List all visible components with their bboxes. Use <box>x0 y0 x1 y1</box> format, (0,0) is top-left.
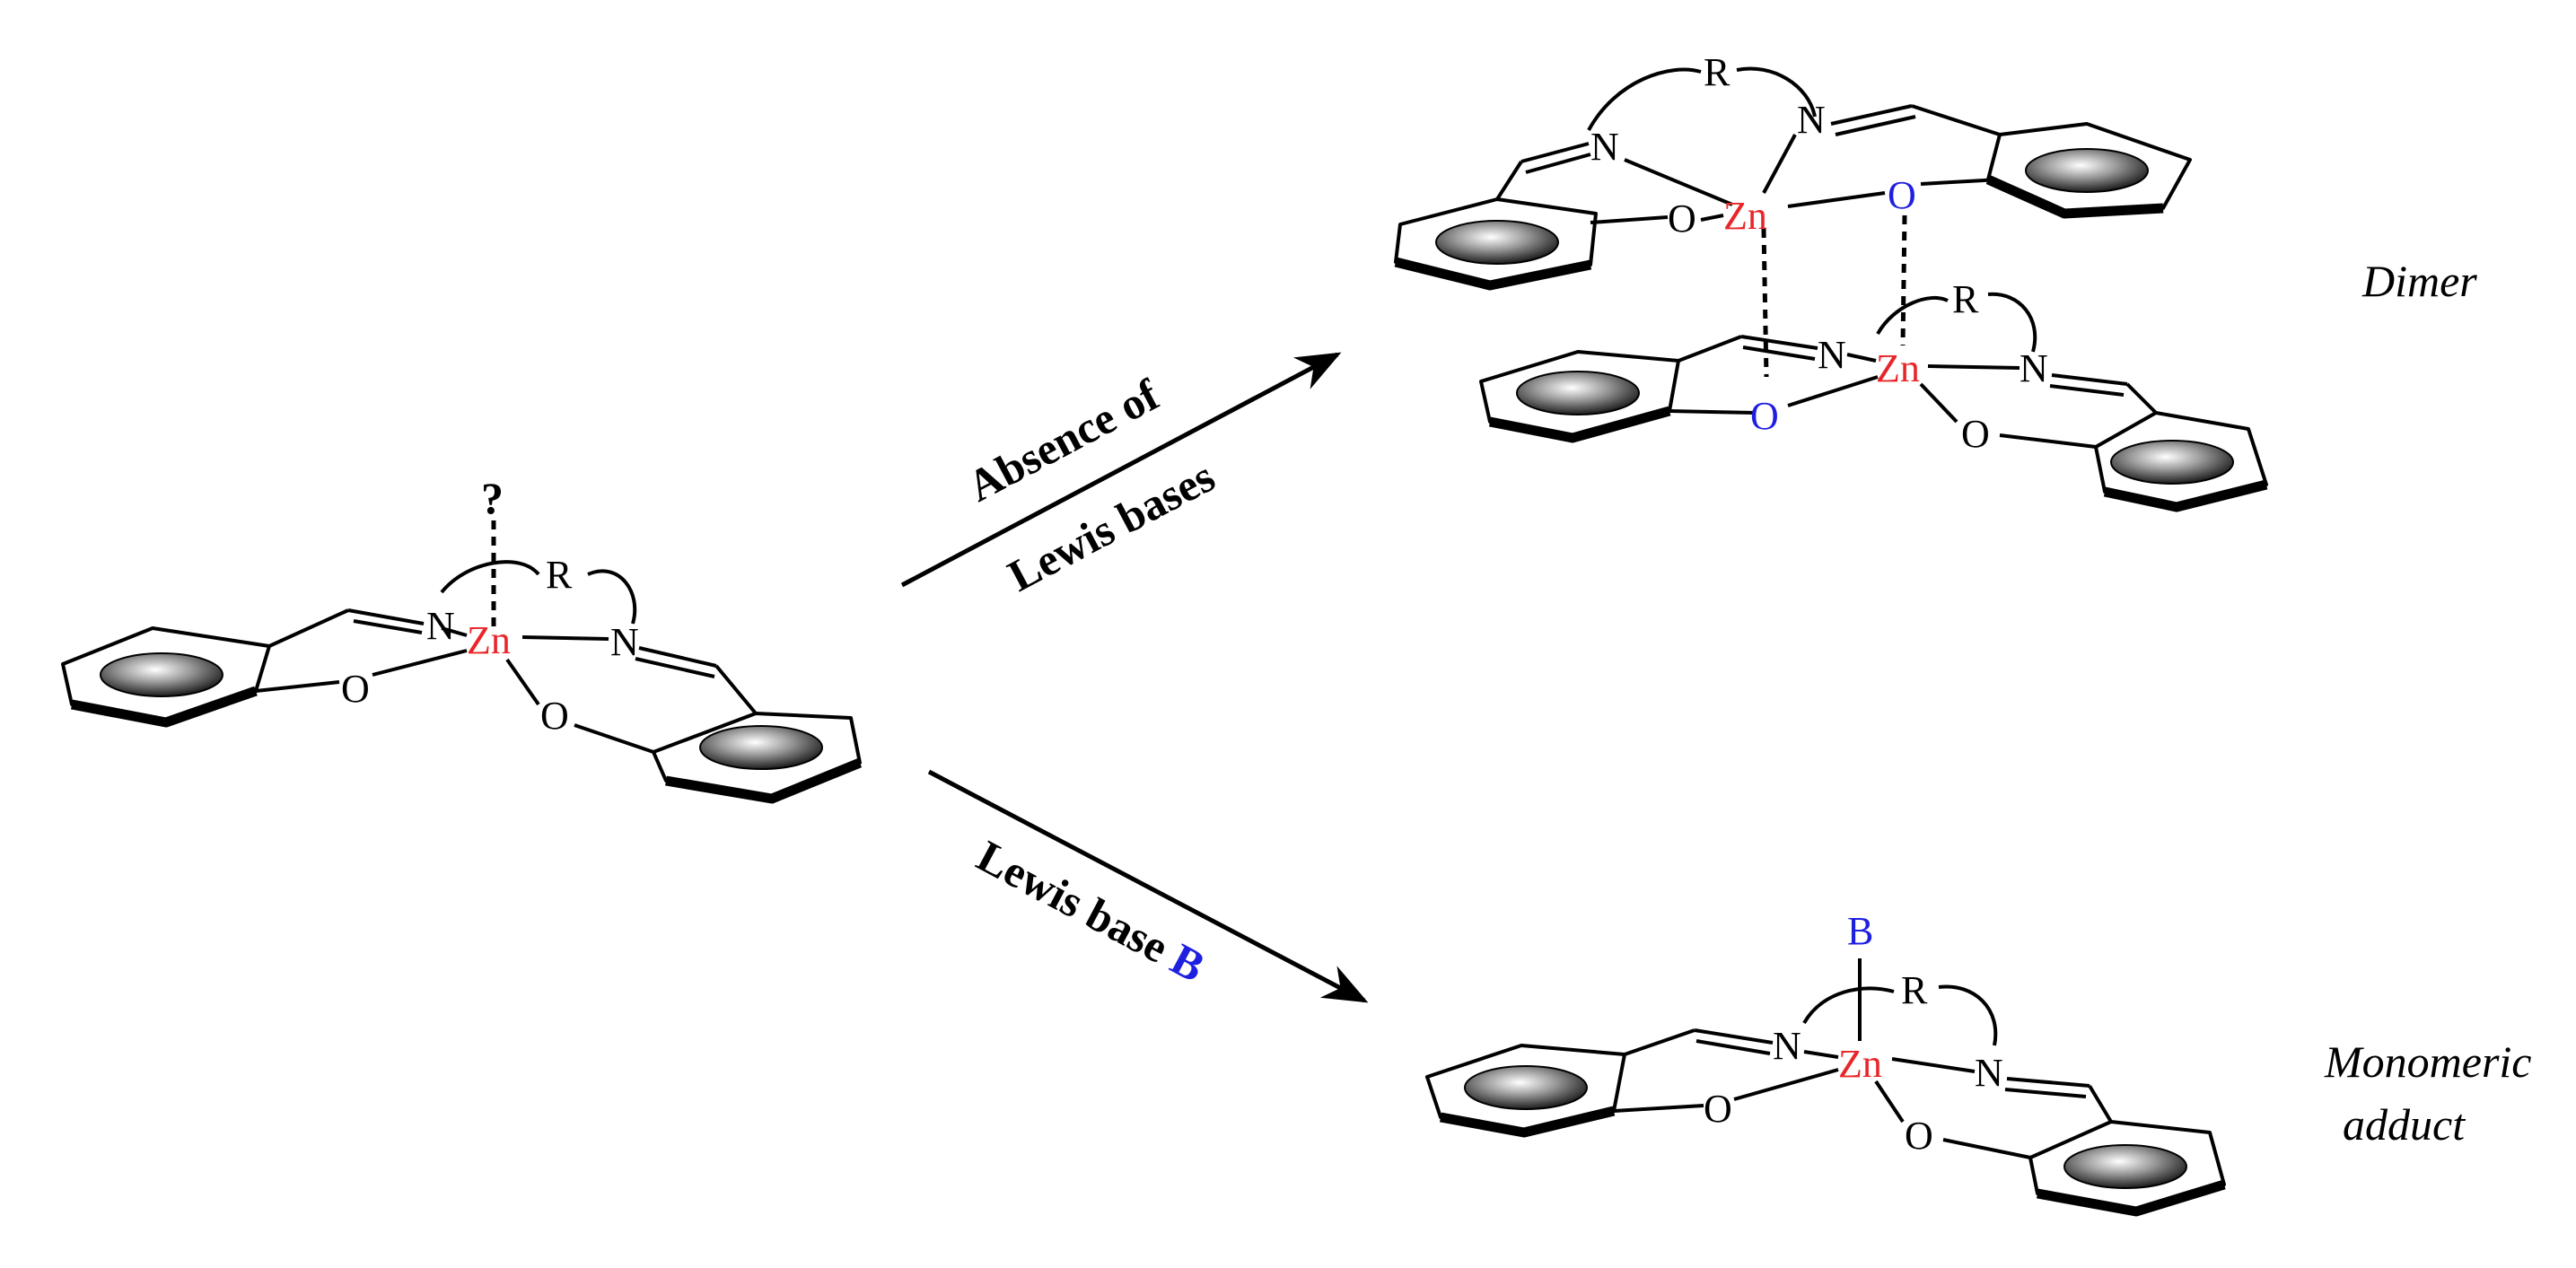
atom-n: N <box>2020 346 2048 390</box>
monomer-adduct: B R N Zn N O O <box>1425 909 2226 1217</box>
atom-b-lewis-base: B <box>1847 909 1873 953</box>
unknown-site-label: ? <box>481 473 504 523</box>
atom-n: N <box>1818 333 1846 377</box>
benzene-ring-dimer-lower-left <box>1479 350 1680 443</box>
atom-zn: Zn <box>1838 1042 1882 1086</box>
atom-o-bridging: O <box>1888 173 1916 217</box>
dimer-complex: N O Zn N O R N Zn N O O R <box>1394 50 2268 512</box>
atom-n: N <box>426 604 455 648</box>
benzene-ring-left <box>61 626 271 728</box>
atom-zn: Zn <box>467 618 511 662</box>
arrow-to-monomer <box>927 769 1369 1003</box>
monomer-label-line2: adduct <box>2343 1099 2466 1150</box>
atom-o: O <box>1961 412 1990 456</box>
atom-n: N <box>1797 98 1826 142</box>
atom-o: O <box>1905 1114 1933 1158</box>
atom-n: N <box>1975 1051 2003 1095</box>
atom-r: R <box>546 553 573 597</box>
arrow-to-dimer <box>900 352 1342 588</box>
atom-n: N <box>610 620 639 664</box>
benzene-ring-monomer-right <box>2028 1120 2226 1217</box>
benzene-ring-dimer-upper-right <box>1985 122 2192 219</box>
atom-o: O <box>540 694 569 738</box>
dimer-label: Dimer <box>2361 256 2477 306</box>
benzene-ring-dimer-upper-left <box>1394 197 1598 291</box>
atom-n: N <box>1773 1024 1801 1068</box>
starting-complex: N Zn N O O R ? <box>61 473 863 804</box>
atom-n: N <box>1590 125 1619 169</box>
benzene-ring-right <box>652 712 863 804</box>
atom-o-bridging: O <box>1750 394 1779 438</box>
benzene-ring-dimer-lower-right <box>2094 411 2268 512</box>
monomer-label-line1: Monomeric <box>2324 1036 2532 1087</box>
benzene-ring-monomer-left <box>1425 1044 1626 1138</box>
atom-o: O <box>1668 197 1696 240</box>
atom-o: O <box>341 667 370 711</box>
atom-r: R <box>1704 50 1730 94</box>
atom-r: R <box>1901 968 1928 1012</box>
atom-o: O <box>1704 1087 1732 1131</box>
atom-zn: Zn <box>1876 346 1920 390</box>
atom-r: R <box>1952 277 1979 321</box>
atom-zn: Zn <box>1723 194 1767 238</box>
